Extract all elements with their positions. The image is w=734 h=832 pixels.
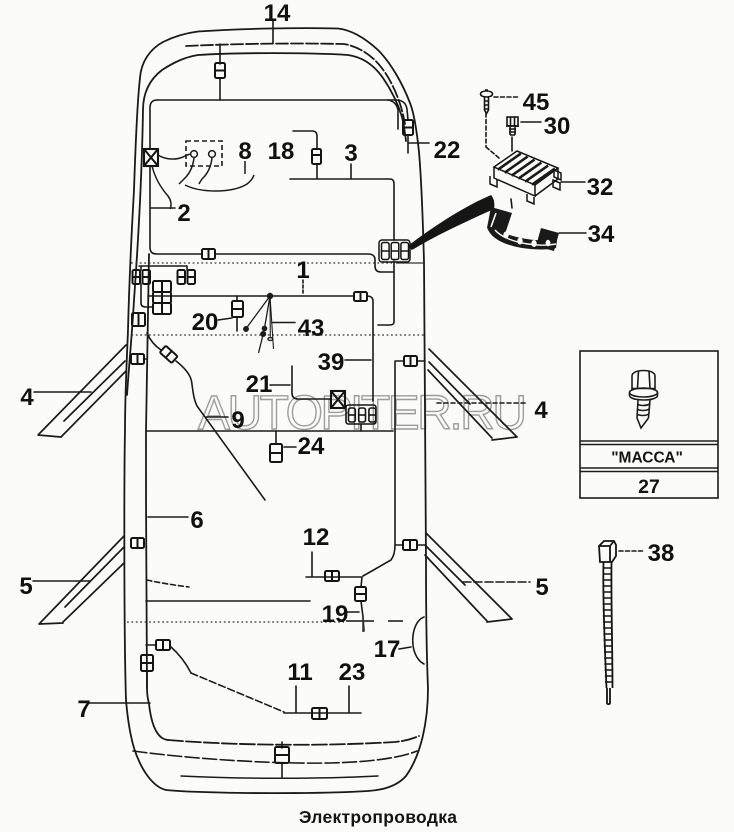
svg-text:3: 3 <box>344 140 357 167</box>
svg-text:8: 8 <box>238 138 251 165</box>
svg-text:"МАССА": "МАССА" <box>611 450 683 467</box>
svg-text:18: 18 <box>268 138 295 165</box>
svg-text:22: 22 <box>434 137 461 164</box>
svg-text:17: 17 <box>374 636 401 663</box>
svg-text:5: 5 <box>535 574 548 601</box>
svg-text:30: 30 <box>544 113 571 140</box>
svg-text:19: 19 <box>322 601 349 628</box>
svg-text:14: 14 <box>264 0 291 27</box>
svg-text:4: 4 <box>534 397 548 424</box>
svg-text:4: 4 <box>20 384 34 411</box>
svg-text:32: 32 <box>587 174 614 201</box>
svg-text:5: 5 <box>19 573 32 600</box>
svg-text:2: 2 <box>177 200 190 227</box>
svg-text:39: 39 <box>318 349 345 376</box>
svg-text:Электропроводка: Электропроводка <box>299 807 457 827</box>
svg-text:24: 24 <box>298 433 325 460</box>
svg-text:11: 11 <box>287 659 312 686</box>
svg-text:43: 43 <box>298 315 325 342</box>
svg-text:38: 38 <box>648 540 675 567</box>
svg-text:12: 12 <box>303 524 330 551</box>
svg-text:6: 6 <box>190 507 203 534</box>
svg-text:20: 20 <box>192 309 219 336</box>
svg-text:21: 21 <box>246 371 273 398</box>
svg-text:34: 34 <box>588 221 615 248</box>
svg-text:7: 7 <box>77 696 90 723</box>
svg-text:27: 27 <box>638 476 660 498</box>
svg-text:45: 45 <box>523 89 550 116</box>
svg-text:1: 1 <box>296 257 309 284</box>
svg-text:23: 23 <box>339 659 366 686</box>
svg-text:9: 9 <box>231 407 244 434</box>
